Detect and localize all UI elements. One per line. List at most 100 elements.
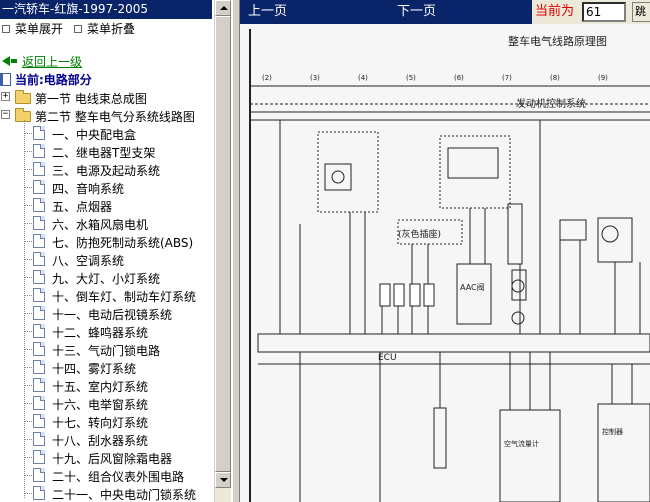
tree-item[interactable]: 二十一、中央电动门锁系统 [0, 484, 212, 502]
tree-guide-line [24, 313, 32, 314]
document-icon [33, 486, 45, 500]
checkbox-icon [2, 25, 10, 33]
scroll-thumb[interactable] [215, 16, 231, 472]
document-icon [33, 288, 45, 302]
previous-page-link[interactable]: 上一页 [248, 4, 288, 19]
pane-title: 一汽轿车-红旗-1997-2005 [0, 0, 212, 19]
tree-item-label: 十二、蜂鸣器系统 [52, 326, 149, 340]
tree-section-label: 第一节 电线束总成图 [35, 92, 147, 106]
tree-guide-line [24, 169, 32, 170]
tree-item[interactable]: 十二、蜂鸣器系统 [0, 322, 212, 340]
tree-item[interactable]: 六、水箱风扇电机 [0, 214, 212, 232]
tree-item[interactable]: 十六、电举窗系统 [0, 394, 212, 412]
document-icon [33, 432, 45, 446]
page-navigation-bar: 上一页 下一页 当前为 跳 [240, 0, 650, 24]
tree-item[interactable]: 十九、后风窗除霜电器 [0, 448, 212, 466]
document-icon [33, 306, 45, 320]
document-icon [33, 324, 45, 338]
folder-icon [15, 90, 31, 104]
tree-item-label: 二、继电器T型支架 [52, 146, 156, 160]
controller-label: 控制器 [602, 427, 623, 436]
tree-section-2[interactable]: − 第二节 整车电气分系统线路图 [0, 106, 212, 124]
tree-section-label: 第二节 整车电气分系统线路图 [35, 110, 195, 124]
tree-item[interactable]: 二、继电器T型支架 [0, 142, 212, 160]
tree-item-label: 一、中央配电盒 [52, 128, 137, 142]
tree-item-label: 二十一、中央电动门锁系统 [52, 488, 197, 502]
tree-item[interactable]: 二十、组合仪表外围电路 [0, 466, 212, 484]
tree-guide-line [24, 259, 32, 260]
tree-guide-line [24, 457, 32, 458]
document-icon [33, 468, 45, 482]
tree-item[interactable]: 四、音响系统 [0, 178, 212, 196]
document-icon [33, 198, 45, 212]
wiring-diagram-view: (2) (3) (4) (5) (6) (7) (8) (9) 发动机控制系统 … [240, 24, 650, 502]
next-page-link[interactable]: 下一页 [397, 4, 437, 19]
diagram-title: 整车电气线路原理图 [508, 35, 607, 48]
tree-guide-line [24, 187, 32, 188]
tree-item[interactable]: 八、空调系统 [0, 250, 212, 268]
tree-item[interactable]: 五、点烟器 [0, 196, 212, 214]
document-icon [33, 360, 45, 374]
folder-icon [15, 108, 31, 122]
tree-item[interactable]: 一、中央配电盒 [0, 124, 212, 142]
tree-item[interactable]: 十三、气动门锁电路 [0, 340, 212, 358]
tree-guide-line [24, 475, 32, 476]
document-icon [33, 270, 45, 284]
tree-item-label: 七、防抱死制动系统(ABS) [52, 236, 194, 250]
tree-guide-line [24, 421, 32, 422]
navigation-pane: 一汽轿车-红旗-1997-2005 菜单展开 菜单折叠 返回上一级 当前:电路部… [0, 0, 232, 502]
tree-item[interactable]: 十四、雾灯系统 [0, 358, 212, 376]
tree-guide-line [24, 277, 32, 278]
document-icon [33, 342, 45, 356]
tree-item-label: 十九、后风窗除霜电器 [52, 452, 173, 466]
tree-item-label: 三、电源及起动系统 [52, 164, 161, 178]
tree-item-label: 六、水箱风扇电机 [52, 218, 149, 232]
tree-item[interactable]: 三、电源及起动系统 [0, 160, 212, 178]
tree-item[interactable]: 十八、刮水器系统 [0, 430, 212, 448]
document-icon [33, 414, 45, 428]
expand-menu-button[interactable]: 菜单展开 [2, 19, 63, 39]
tree-item[interactable]: 十七、转向灯系统 [0, 412, 212, 430]
document-icon [33, 396, 45, 410]
scroll-down-icon[interactable] [215, 472, 231, 488]
go-button[interactable]: 跳 [632, 2, 650, 22]
tree-guide-line [24, 223, 32, 224]
tree-item-label: 八、空调系统 [52, 254, 125, 268]
collapse-icon[interactable]: − [1, 109, 10, 119]
current-location-label: 当前:电路部分 [15, 72, 92, 87]
tree-guide-line [24, 493, 32, 494]
tree-section-1[interactable]: + 第一节 电线束总成图 [0, 88, 212, 106]
tree-item-label: 五、点烟器 [52, 200, 113, 214]
document-icon [33, 252, 45, 266]
tree-item-label: 十七、转向灯系统 [52, 416, 149, 430]
collapse-menu-label: 菜单折叠 [87, 22, 136, 36]
back-link[interactable]: 返回上一级 [0, 52, 82, 70]
tree-item[interactable]: 十、倒车灯、制动车灯系统 [0, 286, 212, 304]
tree-guide-line [24, 133, 32, 134]
tree-guide-line [24, 151, 32, 152]
system-header-label: 发动机控制系统 [516, 97, 586, 110]
tree-guide-line [24, 349, 32, 350]
tree-guide-line [24, 205, 32, 206]
tree-item-label: 四、音响系统 [52, 182, 125, 196]
tree-guide-line [24, 331, 32, 332]
expand-icon[interactable]: + [1, 91, 10, 101]
tree-item[interactable]: 九、大灯、小灯系统 [0, 268, 212, 286]
document-icon [33, 234, 45, 248]
page-label: 当前为 [535, 4, 575, 19]
tree-item[interactable]: 十一、电动后视镜系统 [0, 304, 212, 322]
scroll-up-icon[interactable] [215, 0, 231, 16]
diagram-number-label: (5) [406, 74, 416, 82]
page-jump-box: 当前为 跳 [532, 0, 650, 24]
tree-guide-line [24, 403, 32, 404]
page-number-input[interactable] [582, 2, 626, 22]
tree-item-label: 十、倒车灯、制动车灯系统 [52, 290, 197, 304]
air-flow-sensor-label: 空气流量计 [504, 439, 539, 448]
collapse-menu-button[interactable]: 菜单折叠 [74, 19, 135, 39]
document-icon [33, 450, 45, 464]
tree-item[interactable]: 七、防抱死制动系统(ABS) [0, 232, 212, 250]
left-scrollbar[interactable] [214, 0, 231, 502]
back-arrow-icon [2, 56, 10, 66]
tree-item[interactable]: 十五、室内灯系统 [0, 376, 212, 394]
pane-splitter[interactable] [232, 0, 240, 502]
